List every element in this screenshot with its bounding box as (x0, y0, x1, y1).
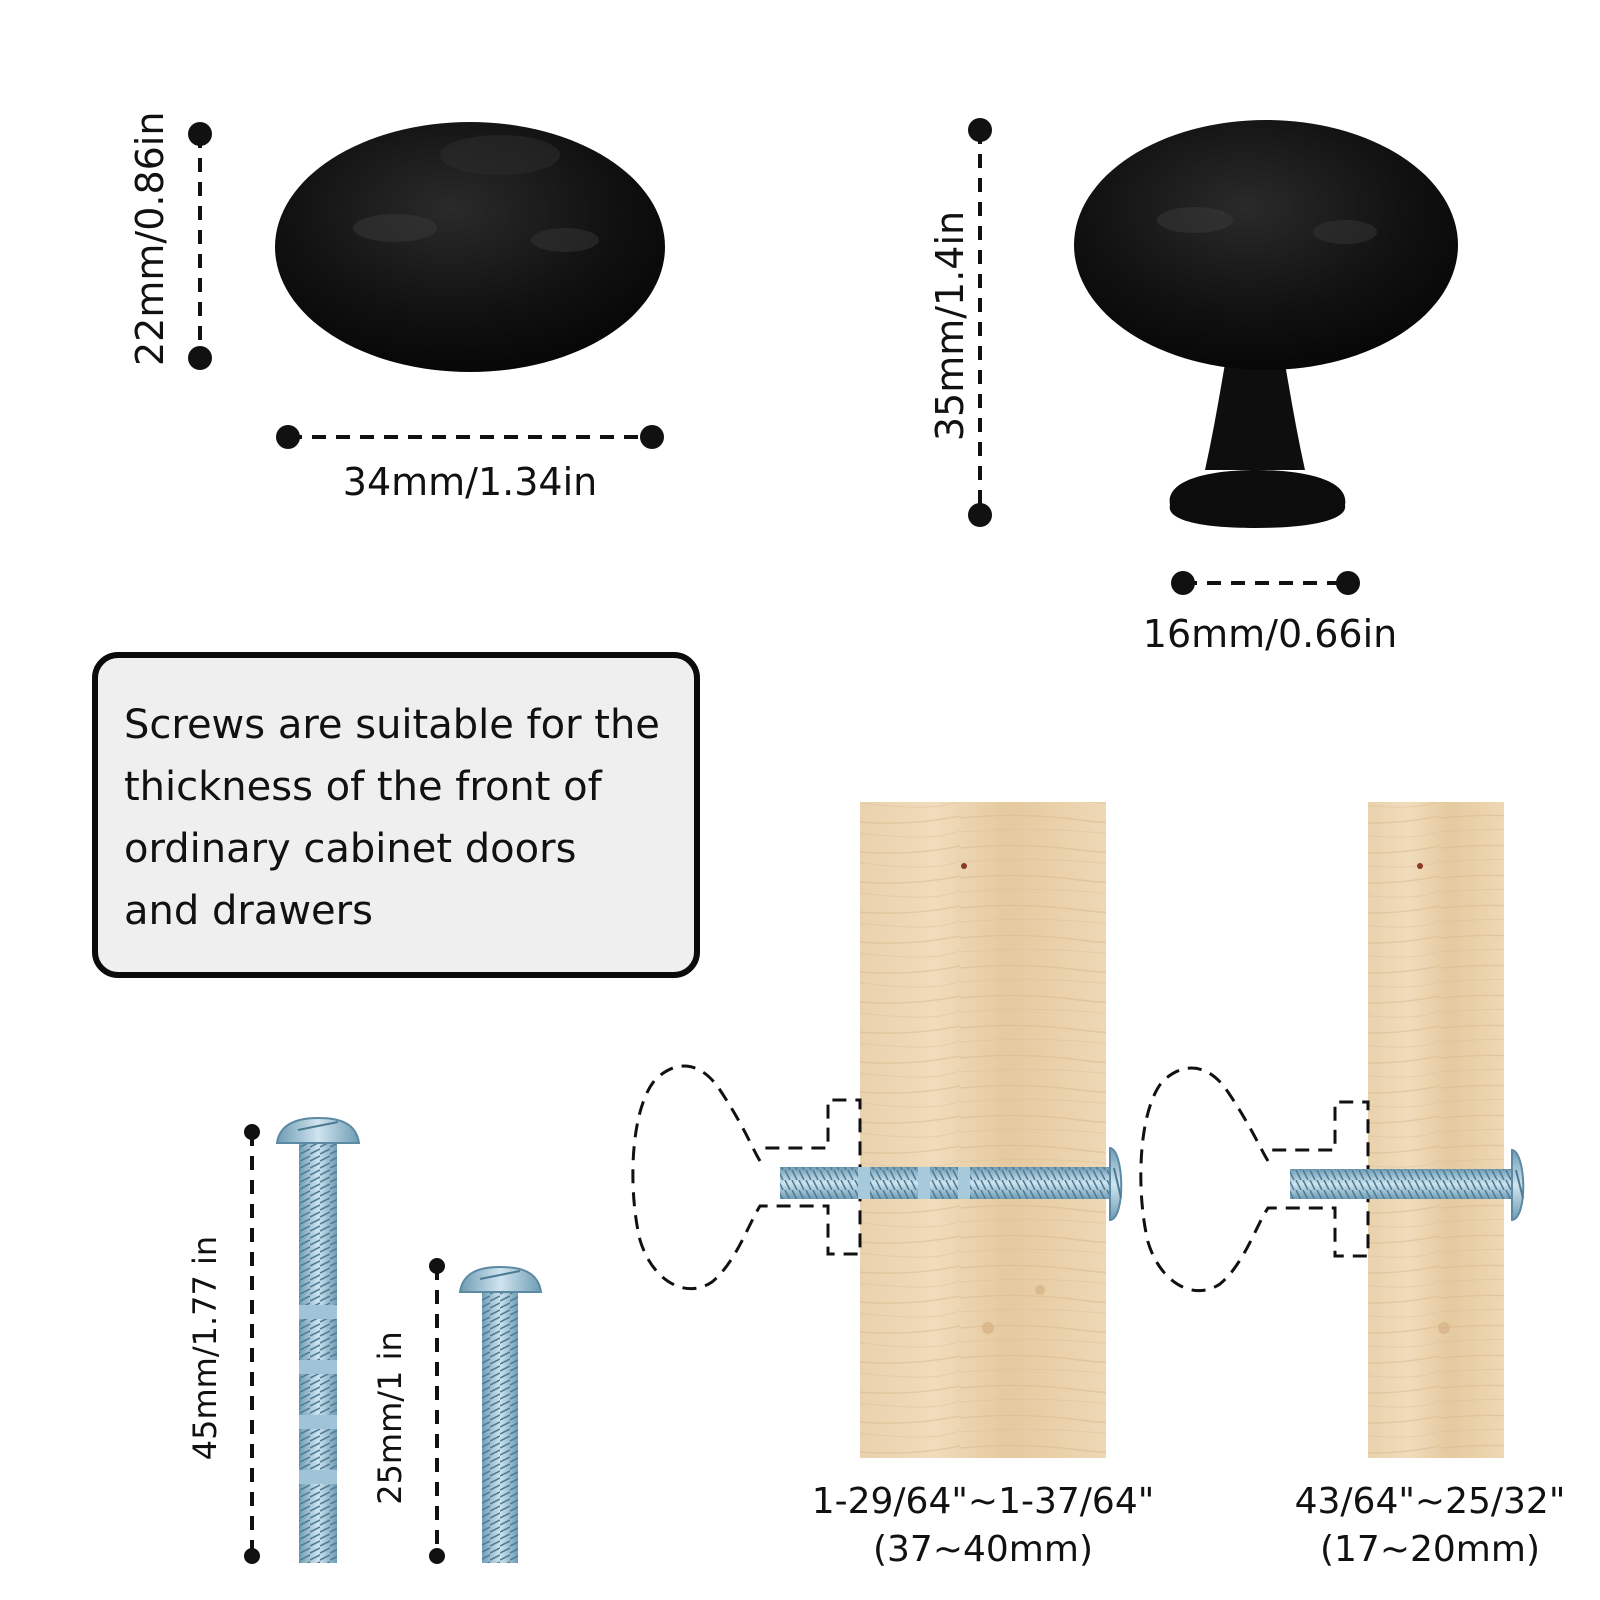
thick-wood-panel (860, 802, 1106, 1458)
thin-panel-screw (1290, 1148, 1525, 1222)
thick-range-mm: (37~40mm) (872, 1529, 1093, 1570)
knob-outline-thin (1139, 1066, 1370, 1293)
knob-width-label: 34mm/1.34in (342, 460, 598, 504)
base-diameter-label: 16mm/0.66in (1142, 612, 1398, 656)
long-screw (275, 1116, 361, 1563)
knob-highlight (353, 214, 437, 242)
knob-highlight (440, 135, 560, 175)
thin-range-mm: (17~20mm) (1319, 1529, 1540, 1570)
long-screw-dimension-line (244, 1124, 260, 1564)
knob-highlight (531, 228, 599, 252)
thin-wood-panel (1368, 802, 1504, 1458)
thin-range-inch: 43/64"~25/32" (1294, 1481, 1566, 1522)
knob-height-label: 22mm/0.86in (128, 111, 172, 366)
knob-depth-label: 35mm/1.4in (928, 210, 972, 442)
long-screw-length-label: 45mm/1.77 in (186, 1235, 224, 1461)
short-screw-dimension-line (429, 1258, 445, 1564)
height-dimension-line (188, 122, 212, 370)
thin-panel-label: 43/64"~25/32" (17~20mm) (1260, 1478, 1600, 1574)
knob-outline-thick (631, 1064, 862, 1291)
short-screw (458, 1265, 543, 1563)
depth-dimension-line (968, 118, 992, 527)
knob-top-view (275, 122, 665, 372)
thick-range-inch: 1-29/64"~1-37/64" (811, 1481, 1155, 1522)
thick-panel-screw (780, 1146, 1123, 1222)
thick-panel-label: 1-29/64"~1-37/64" (37~40mm) (803, 1478, 1163, 1574)
screw-note-box: Screws are suitable for the thickness of… (92, 652, 700, 978)
screw-note-text: Screws are suitable for the thickness of… (124, 702, 660, 934)
knob-side-view (1074, 120, 1458, 528)
base-dimension-line (1171, 571, 1360, 595)
width-dimension-line (276, 425, 664, 449)
short-screw-length-label: 25mm/1 in (371, 1331, 409, 1505)
